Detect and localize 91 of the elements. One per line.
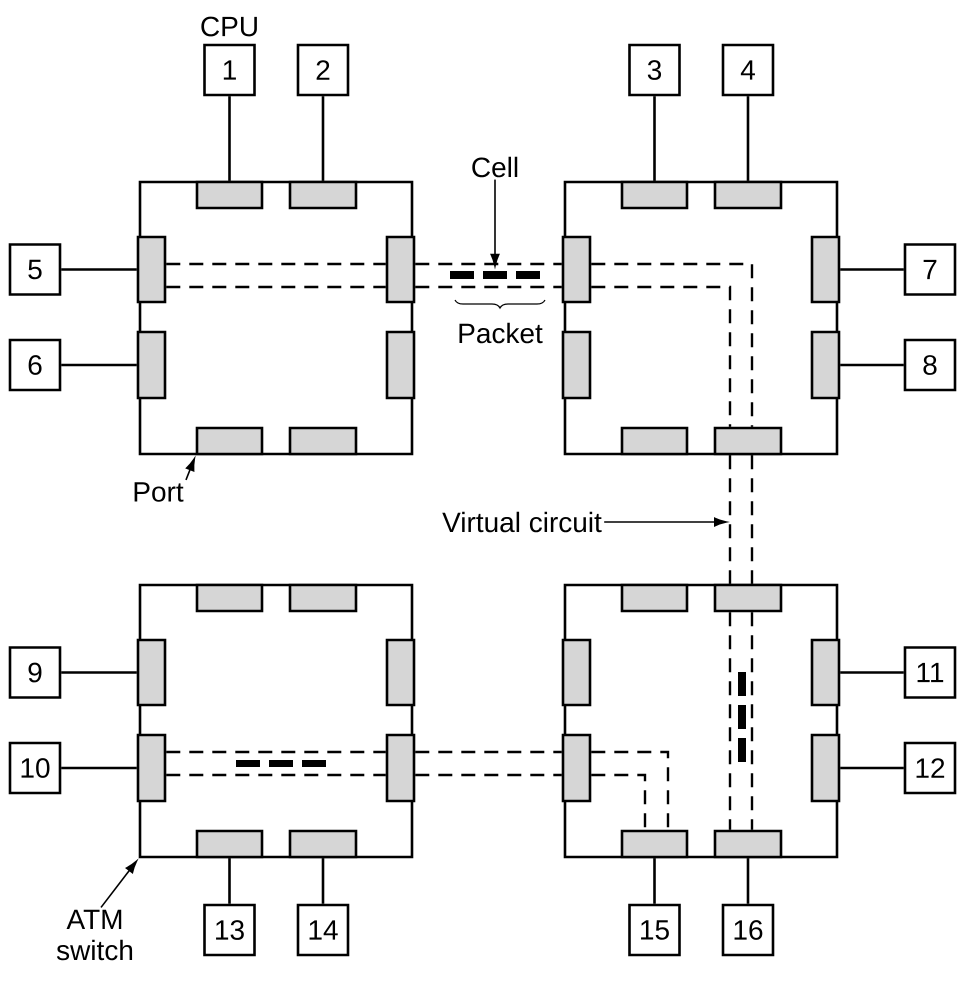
callout-label: Cell xyxy=(472,156,518,178)
port-box xyxy=(136,330,166,400)
cable-line xyxy=(61,268,137,271)
port-box xyxy=(620,426,688,456)
port-box xyxy=(136,236,166,304)
cpu-box: 3 xyxy=(628,44,681,96)
leader-line xyxy=(604,517,727,527)
virtual-circuit-line xyxy=(415,750,562,754)
port-box xyxy=(810,236,840,304)
cpu-box: 5 xyxy=(8,243,62,296)
cpu-box: 9 xyxy=(8,646,62,699)
port-box xyxy=(562,734,592,802)
port-box xyxy=(136,638,166,706)
cpu-box: 10 xyxy=(8,742,62,794)
leader-line xyxy=(100,860,138,908)
cable-line xyxy=(322,96,324,181)
virtual-circuit-line xyxy=(591,286,732,427)
cell-marker xyxy=(450,271,540,279)
cable-line xyxy=(840,671,904,674)
cpu-box: 6 xyxy=(8,338,62,392)
cable-line xyxy=(746,96,750,181)
virtual-circuit-line xyxy=(728,612,732,830)
leader-line xyxy=(185,458,196,480)
virtual-circuit-line xyxy=(591,774,646,830)
virtual-circuit-line xyxy=(591,750,670,830)
virtual-circuit-line xyxy=(166,286,386,288)
port-box xyxy=(620,180,688,210)
virtual-circuit-line xyxy=(415,286,562,288)
cable-line xyxy=(840,766,904,770)
cpu-box: 7 xyxy=(904,243,956,296)
cable-line xyxy=(61,766,137,770)
cpu-box: 16 xyxy=(722,904,774,956)
port-box xyxy=(386,236,416,304)
port-box xyxy=(136,734,166,802)
callout-label: ATM switch xyxy=(56,910,132,960)
port-box xyxy=(810,638,840,706)
packet-label: Packet xyxy=(460,322,543,344)
port-box xyxy=(288,584,358,612)
port-box xyxy=(386,638,416,706)
cpu-box: 2 xyxy=(296,44,350,96)
port-box xyxy=(196,426,264,456)
cable-line xyxy=(653,96,656,181)
cable-line xyxy=(322,858,324,904)
virtual-circuit-line xyxy=(750,612,754,830)
port-box xyxy=(620,830,688,858)
port-box xyxy=(714,426,782,456)
port-box xyxy=(288,830,358,858)
cable-line xyxy=(61,364,137,366)
port-box xyxy=(196,830,264,858)
cpu-box: 4 xyxy=(722,44,774,96)
port-box xyxy=(386,734,416,802)
virtual-circuit-line xyxy=(166,262,386,266)
port-box xyxy=(386,330,416,400)
virtual-circuit-line xyxy=(415,774,562,776)
cable-line xyxy=(653,858,656,904)
port-box xyxy=(810,330,840,400)
port-box xyxy=(562,638,592,706)
cable-line xyxy=(746,858,750,904)
cable-line xyxy=(840,364,904,366)
port-box xyxy=(288,180,358,210)
virtual-circuit-line xyxy=(750,455,754,584)
port-box xyxy=(714,830,782,858)
cable-line xyxy=(228,858,231,904)
callout-label: Virtual circuit xyxy=(442,512,602,532)
cpu-box: 14 xyxy=(296,904,350,956)
virtual-circuit-line xyxy=(591,262,754,427)
port-box xyxy=(562,330,592,400)
cpu-box: 13 xyxy=(203,904,256,956)
cpu-box: 8 xyxy=(904,338,956,392)
virtual-circuit-line xyxy=(166,750,386,754)
port-box xyxy=(288,426,358,456)
cpu-caption: CPU xyxy=(201,16,257,36)
port-box xyxy=(620,584,688,612)
cable-line xyxy=(61,671,137,674)
cpu-box: 1 xyxy=(203,44,256,96)
callout-label: Port xyxy=(134,482,184,502)
cpu-box: 15 xyxy=(628,904,681,956)
port-box xyxy=(562,236,592,304)
port-box xyxy=(196,180,264,210)
cable-line xyxy=(840,268,904,271)
virtual-circuit-line xyxy=(415,262,562,266)
port-box xyxy=(714,584,782,612)
cpu-box: 11 xyxy=(904,646,956,699)
port-box xyxy=(196,584,264,612)
virtual-circuit-line xyxy=(166,774,386,776)
cable-line xyxy=(228,96,231,181)
port-box xyxy=(810,734,840,802)
virtual-circuit-line xyxy=(728,455,732,584)
leader-line xyxy=(490,180,500,267)
port-box xyxy=(714,180,782,210)
cpu-box: 12 xyxy=(904,742,956,794)
